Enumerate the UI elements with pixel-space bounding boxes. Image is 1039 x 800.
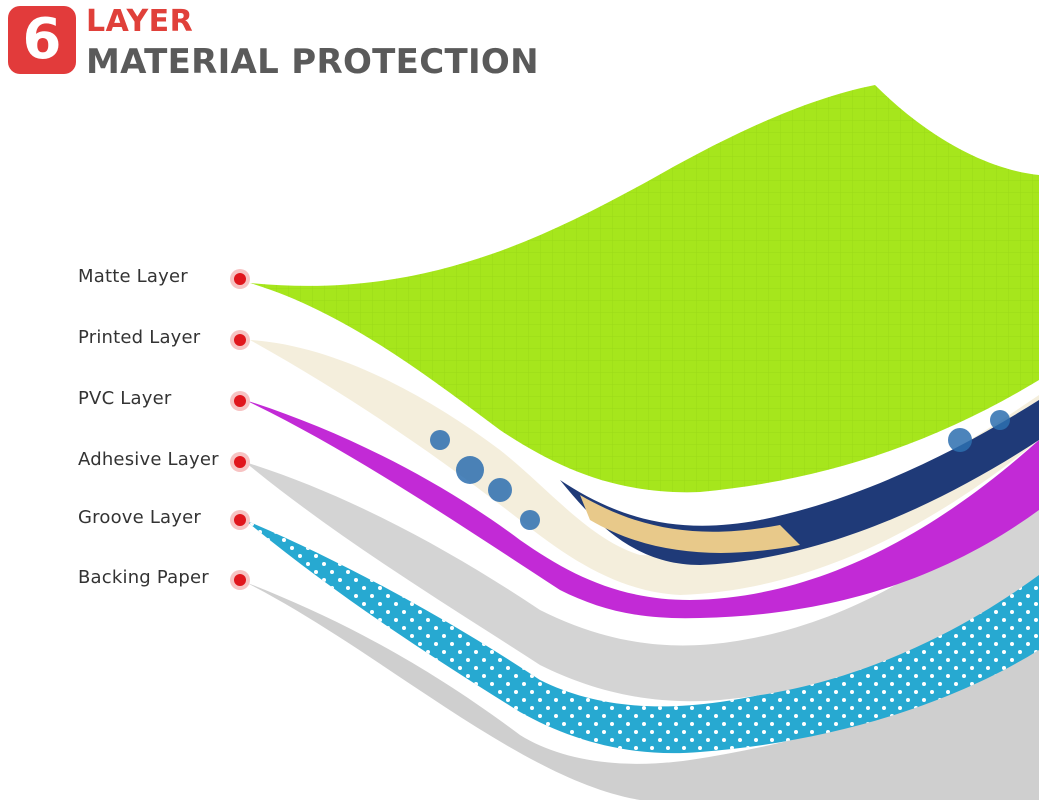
label-groove-layer: Groove Layer — [78, 507, 202, 528]
label-printed-layer: Printed Layer — [78, 327, 201, 348]
marker-pvc-layer — [230, 391, 250, 411]
layer-count-badge: 6 — [8, 6, 76, 74]
marker-backing-paper — [230, 570, 250, 590]
backing-paper-sheet — [245, 582, 1039, 800]
label-adhesive-layer: Adhesive Layer — [78, 449, 219, 470]
marker-adhesive-layer — [230, 452, 250, 472]
adhesive-layer-sheet — [245, 462, 1039, 702]
label-matte-layer: Matte Layer — [78, 266, 188, 287]
title-line-2: MATERIAL PROTECTION — [86, 42, 539, 82]
title-line-1: LAYER — [86, 4, 194, 39]
marker-printed-layer — [230, 330, 250, 350]
marker-matte-layer — [230, 269, 250, 289]
label-pvc-layer: PVC Layer — [78, 388, 172, 409]
label-backing-paper: Backing Paper — [78, 567, 209, 588]
marker-groove-layer — [230, 510, 250, 530]
